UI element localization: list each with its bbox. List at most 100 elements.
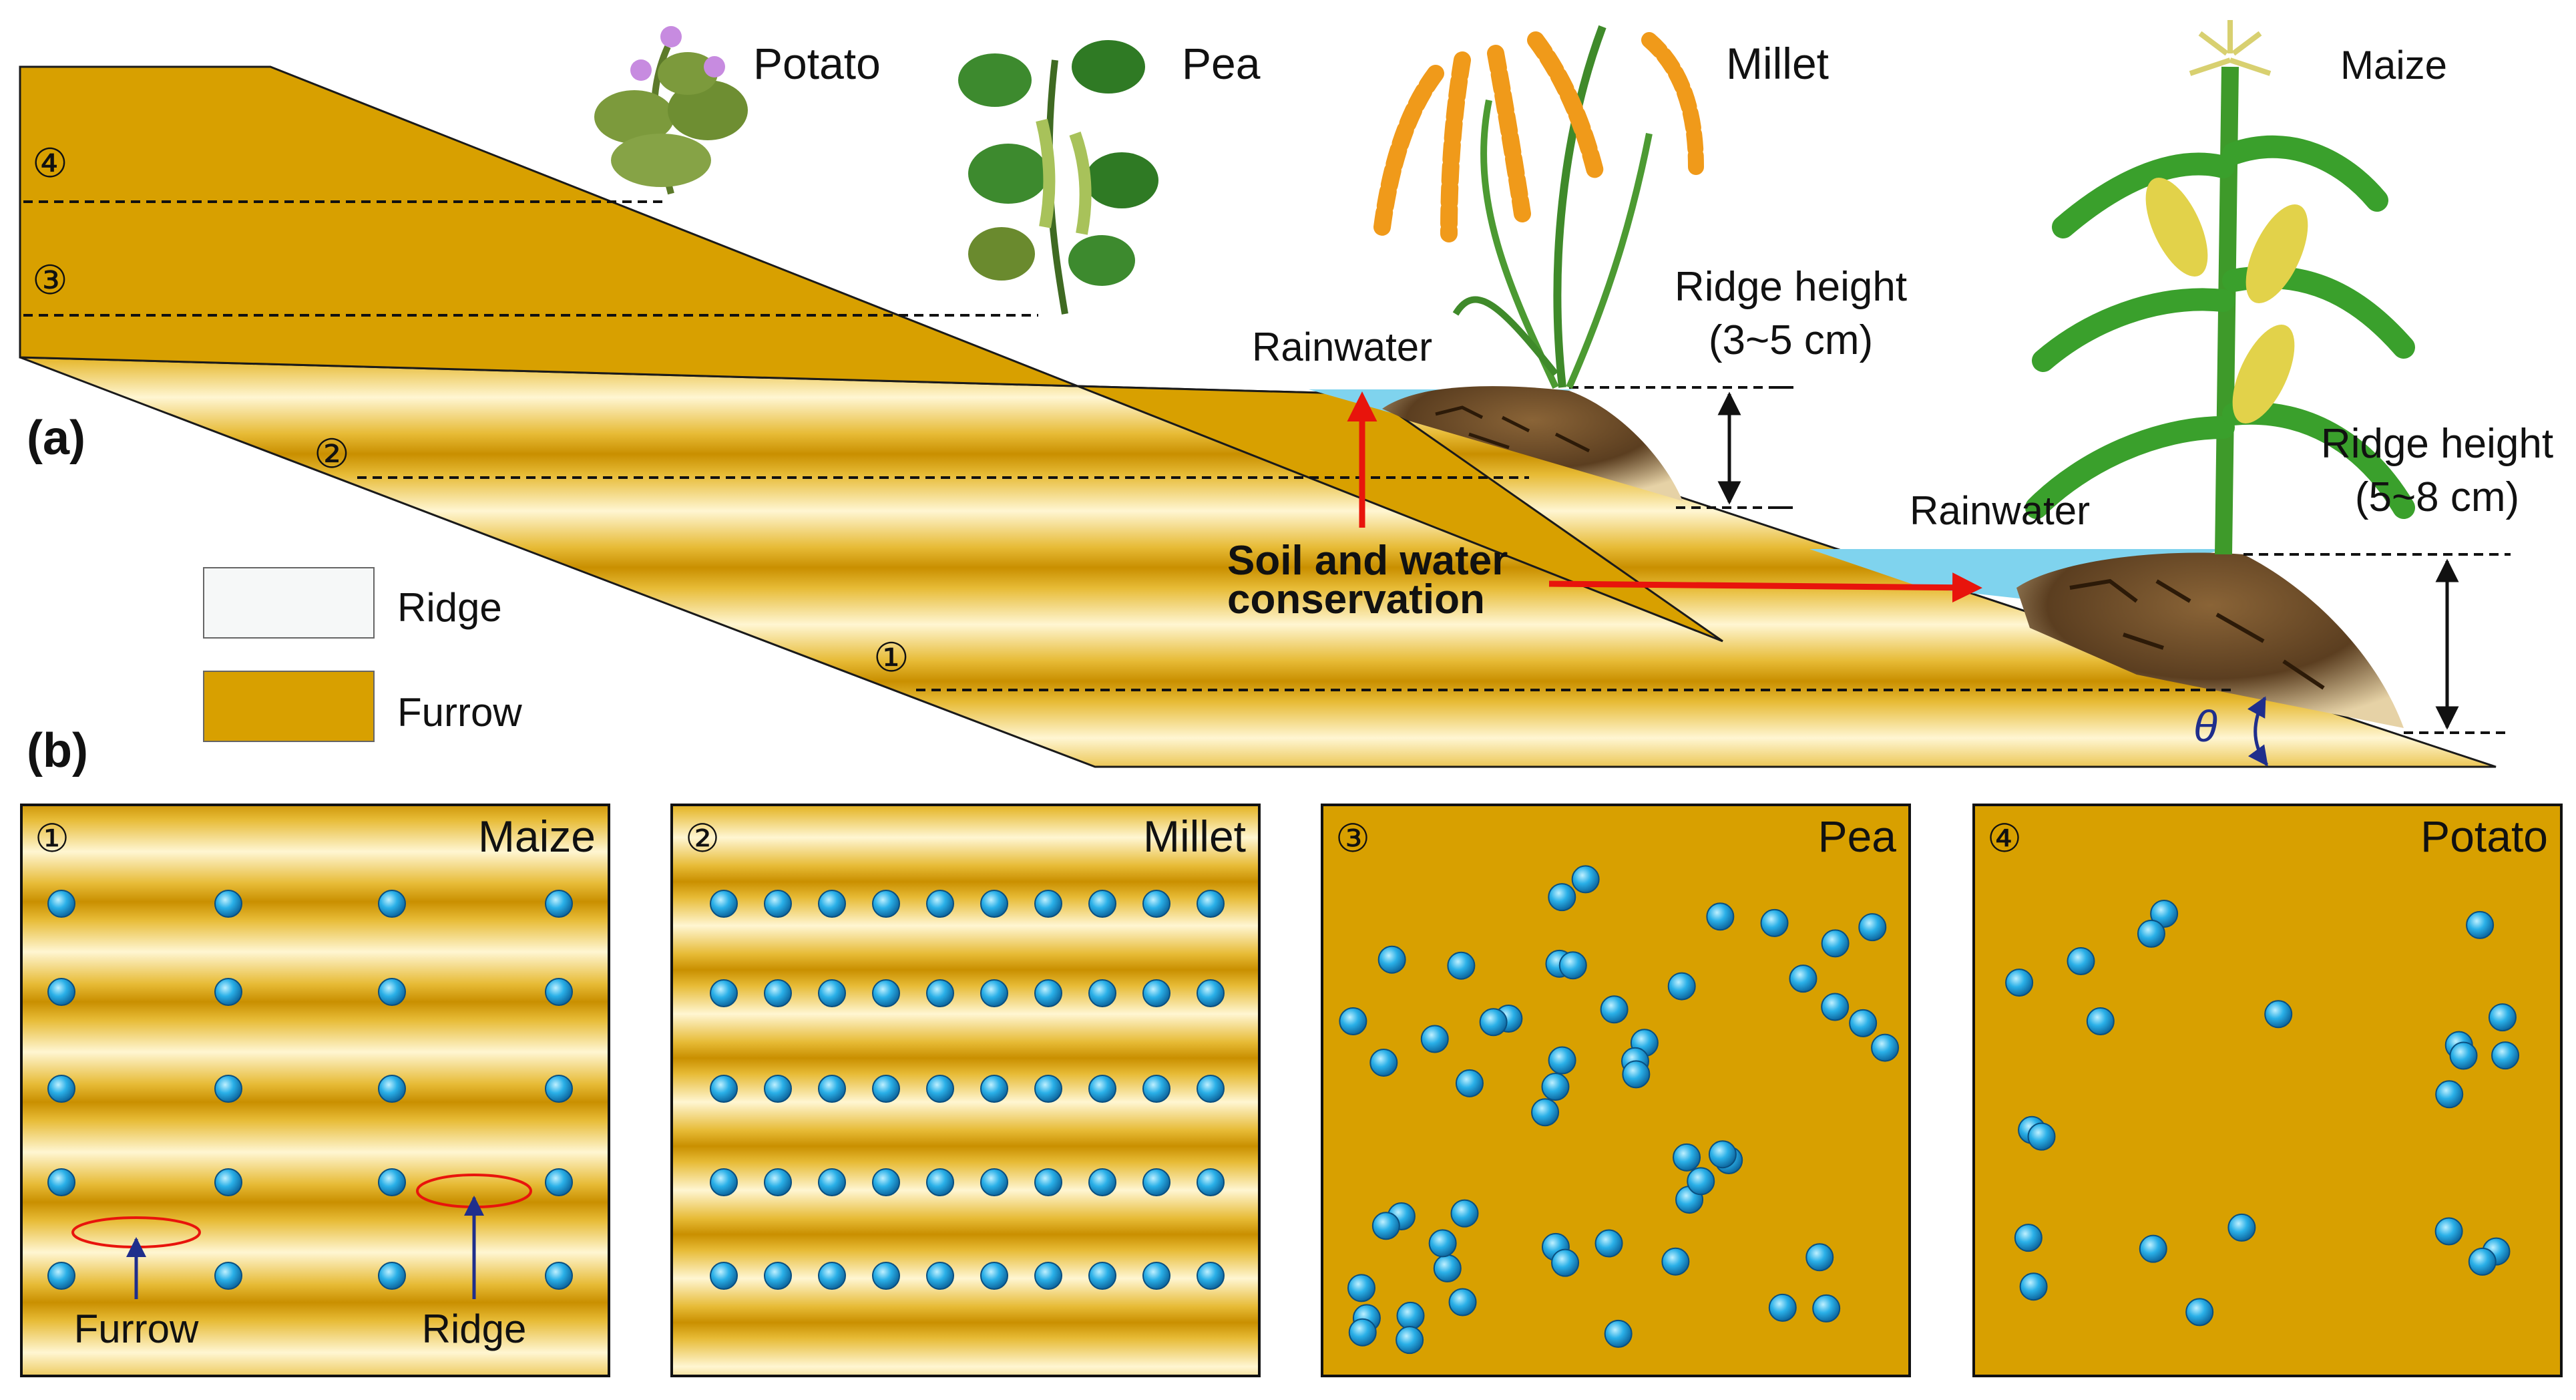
- seed-dot: [545, 1075, 573, 1103]
- plot-crop-label: Millet: [1143, 812, 1246, 861]
- seed-dot: [2137, 919, 2165, 948]
- seed-dot: [764, 979, 792, 1007]
- plot-number: ②: [685, 817, 720, 860]
- plot-millet: ② Millet: [670, 804, 1261, 1377]
- seed-dot: [764, 890, 792, 918]
- seed-dot: [378, 1262, 406, 1290]
- legend: Ridge Furrow: [203, 567, 522, 742]
- plot-background: [20, 804, 610, 1377]
- seed-dot: [1450, 1199, 1479, 1228]
- furrow-annotation: Furrow: [74, 1306, 199, 1351]
- plot-background: [670, 804, 1261, 1377]
- seed-dot: [1558, 951, 1587, 980]
- legend-label-furrow: Furrow: [397, 690, 522, 735]
- crop-label-pea: Pea: [1182, 39, 1261, 88]
- seed-dot: [1667, 972, 1696, 1001]
- seed-dot: [1604, 1319, 1633, 1348]
- seed-dot: [1812, 1294, 1841, 1323]
- seed-dot: [1197, 1075, 1225, 1103]
- seed-dot: [214, 890, 242, 918]
- seed-dot: [1455, 1069, 1484, 1097]
- seed-dot: [926, 890, 954, 918]
- seed-dot: [1551, 1248, 1580, 1277]
- seed-dot: [872, 1262, 900, 1290]
- seed-dot: [1197, 890, 1225, 918]
- potato-plant-icon: [594, 26, 748, 195]
- seed-dot: [2067, 947, 2095, 976]
- plateau-label-4: ④: [32, 141, 68, 186]
- seed-dot: [1377, 945, 1406, 974]
- small-ridge-soil: [1382, 386, 1683, 501]
- seed-dot: [1600, 995, 1629, 1024]
- rainwater-label-2: Rainwater: [1910, 488, 2090, 533]
- crop-label-maize: Maize: [2340, 43, 2447, 88]
- seed-dot: [1706, 902, 1735, 931]
- seed-dot: [2019, 1272, 2048, 1301]
- seed-dot: [2150, 899, 2179, 928]
- seed-dot: [1088, 1075, 1116, 1103]
- seed-dot: [1849, 1009, 1878, 1037]
- seed-dot: [926, 1168, 954, 1196]
- legend-swatch-furrow: [203, 671, 375, 742]
- conservation-label-2: conservation: [1227, 576, 1485, 623]
- crop-label-millet: Millet: [1726, 39, 1829, 88]
- seed-dot: [2185, 1298, 2214, 1327]
- plot-number: ④: [1987, 817, 2022, 860]
- seed-dot: [2491, 1041, 2520, 1070]
- conservation-arrow-right: [1548, 572, 1982, 603]
- seed-dot: [818, 890, 846, 918]
- seed-dot: [2264, 1000, 2293, 1029]
- seed-dot: [1034, 890, 1062, 918]
- plot-crop-label: Potato: [2420, 812, 2548, 861]
- plateau-label-1: ①: [873, 635, 909, 680]
- seed-dot: [2466, 910, 2495, 939]
- seed-dot: [1142, 1075, 1170, 1103]
- seed-dot: [710, 890, 738, 918]
- seed-dot: [2435, 1080, 2464, 1109]
- plot-crop-label: Pea: [1818, 812, 1897, 861]
- crop-label-potato: Potato: [753, 39, 881, 88]
- seed-dot: [1088, 890, 1116, 918]
- seed-dot: [818, 1075, 846, 1103]
- seed-dot: [980, 1075, 1008, 1103]
- seed-dot: [710, 979, 738, 1007]
- seed-dot: [818, 1262, 846, 1290]
- seed-dot: [1687, 1167, 1715, 1196]
- seed-dot: [980, 890, 1008, 918]
- seed-dot: [1142, 1262, 1170, 1290]
- seed-dot: [1821, 993, 1850, 1021]
- seed-dot: [818, 979, 846, 1007]
- seed-dot: [47, 890, 75, 918]
- ridge-height-large-range: (5~8 cm): [2355, 474, 2519, 520]
- big-ridge-soil: [2016, 552, 2404, 728]
- seed-dot: [1594, 1229, 1623, 1258]
- seed-dot: [818, 1168, 846, 1196]
- seed-dot: [764, 1075, 792, 1103]
- seed-dot: [1548, 883, 1576, 912]
- seed-dot: [214, 1168, 242, 1196]
- seed-dot: [872, 890, 900, 918]
- seed-dot: [1805, 1243, 1834, 1272]
- theta-arc: [2247, 696, 2269, 767]
- ridge-height-large-title: Ridge height: [2321, 421, 2553, 467]
- ridge-height-small-title: Ridge height: [1675, 264, 1907, 310]
- seed-dot: [1433, 1254, 1462, 1282]
- seed-dot: [1821, 929, 1850, 958]
- panel-a-label: (a): [27, 411, 85, 465]
- seed-dot: [2488, 1003, 2517, 1032]
- seed-dot: [1622, 1060, 1651, 1089]
- seed-dot: [1428, 1229, 1457, 1258]
- seed-dot: [378, 890, 406, 918]
- legend-swatch-ridge: [203, 567, 375, 639]
- seed-dot: [764, 1262, 792, 1290]
- seed-dot: [1479, 1008, 1508, 1037]
- seed-dot: [1768, 1293, 1797, 1322]
- rainwater-label-1: Rainwater: [1252, 325, 1432, 369]
- seed-dot: [1348, 1318, 1377, 1347]
- seed-dot: [1088, 979, 1116, 1007]
- seed-dot: [214, 978, 242, 1006]
- seed-dot: [47, 978, 75, 1006]
- plot-number: ①: [35, 817, 69, 860]
